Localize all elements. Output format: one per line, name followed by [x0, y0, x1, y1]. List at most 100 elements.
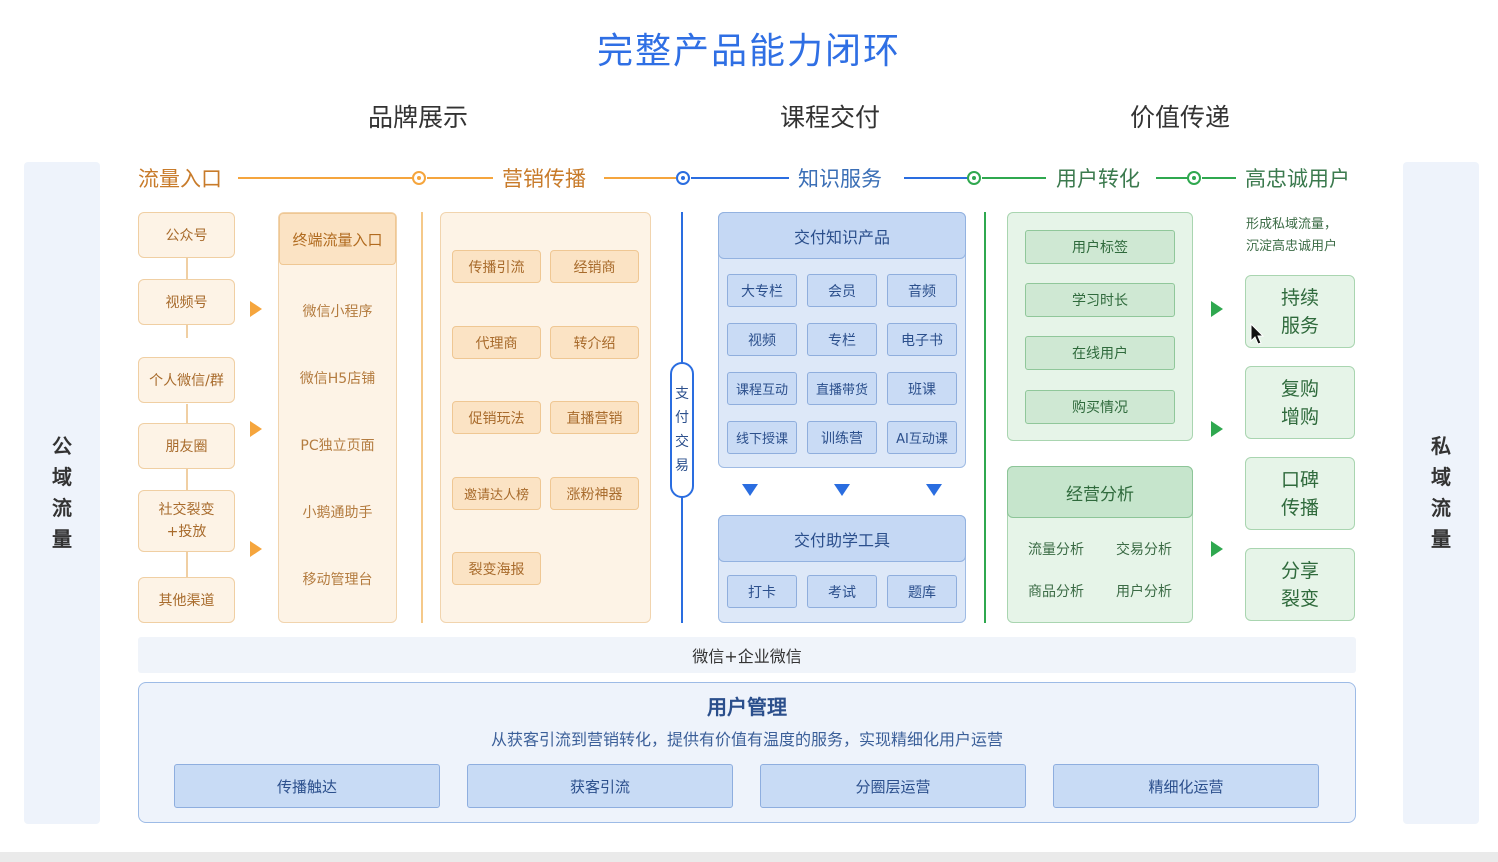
side-left-char: 域 [52, 465, 72, 489]
tool-checkin: 打卡 [727, 575, 797, 608]
section-title-brand: 品牌展示 [368, 103, 469, 132]
channel-moments: 朋友圈 [138, 423, 235, 469]
side-left-char: 公 [52, 434, 72, 458]
arrow-right-icon [1211, 301, 1223, 317]
knowledge-item: 训练营 [807, 421, 877, 454]
knowledge-item: AI互动课 [887, 421, 957, 454]
arrow-right-icon [250, 301, 262, 317]
stage-traffic-entry: 流量入口 [138, 167, 222, 191]
knowledge-item: 会员 [807, 274, 877, 307]
divider-line [421, 212, 423, 623]
um-refined-ops: 精细化运营 [1053, 764, 1319, 808]
side-right-char: 域 [1431, 465, 1451, 489]
stage-loyal-users: 高忠诚用户 [1245, 167, 1350, 191]
arrow-right-icon [1211, 541, 1223, 557]
entry-mobile-admin: 移动管理台 [302, 572, 373, 588]
payment-char: 交 [675, 434, 689, 450]
knowledge-item: 大专栏 [727, 274, 797, 307]
flow-node-icon [676, 171, 690, 185]
user-study-time: 学习时长 [1025, 283, 1175, 317]
marketing-distributor: 经销商 [550, 250, 639, 283]
marketing-promotion: 促销玩法 [452, 401, 541, 434]
arrow-right-icon [250, 541, 262, 557]
marketing-drive-traffic: 传播引流 [452, 250, 541, 283]
ops-product-analysis: 商品分析 [1028, 584, 1084, 600]
entry-panel [278, 212, 397, 623]
loyal-word-of-mouth: 口碑 传播 [1245, 457, 1355, 530]
arrow-right-icon [250, 421, 262, 437]
flow-line [982, 177, 1046, 179]
channel-social-fission-line2: +投放 [166, 524, 207, 540]
loyal-box-line: 服务 [1280, 314, 1319, 337]
loyal-box-line: 复购 [1280, 377, 1319, 400]
tools-title: 交付助学工具 [718, 515, 966, 562]
side-left-char: 量 [52, 527, 72, 551]
knowledge-item: 线下授课 [727, 421, 797, 454]
divider-line [984, 212, 986, 623]
channel-other: 其他渠道 [138, 577, 235, 623]
um-reach: 传播触达 [174, 764, 440, 808]
marketing-agent: 代理商 [452, 326, 541, 359]
stage-conversion: 用户转化 [1056, 167, 1140, 191]
side-right-char: 量 [1431, 527, 1451, 551]
user-purchase: 购买情况 [1025, 390, 1175, 424]
channel-personal-wechat: 个人微信/群 [138, 357, 235, 403]
ops-trade-analysis: 交易分析 [1116, 542, 1172, 558]
marketing-fission-poster: 裂变海报 [452, 552, 541, 585]
flow-line [1156, 177, 1188, 179]
payment-char: 易 [675, 458, 689, 474]
loyal-note: 形成私域流量， 沉淀高忠诚用户 [1246, 214, 1366, 258]
flow-line [427, 177, 493, 179]
flow-line [1202, 177, 1236, 179]
user-management-title: 用户管理 [707, 694, 787, 719]
section-title-value: 价值传递 [1130, 103, 1231, 132]
side-right-char: 流 [1431, 496, 1451, 520]
flow-node-icon [967, 171, 981, 185]
knowledge-item: 视频 [727, 323, 797, 356]
stage-knowledge: 知识服务 [798, 167, 882, 191]
loyal-note-line1: 形成私域流量， [1246, 217, 1338, 232]
loyal-box-line: 裂变 [1280, 587, 1319, 610]
mouse-cursor-icon [1250, 323, 1265, 345]
side-right-char: 私 [1431, 434, 1451, 458]
arrow-right-icon [1211, 421, 1223, 437]
loyal-note-line2: 沉淀高忠诚用户 [1246, 239, 1338, 254]
um-acquisition: 获客引流 [467, 764, 733, 808]
loyal-repurchase: 复购 增购 [1245, 366, 1355, 439]
knowledge-item: 课程互动 [727, 372, 797, 405]
marketing-referral: 转介绍 [550, 326, 639, 359]
payment-badge: 支 付 交 易 [670, 362, 694, 498]
arrow-down-icon [834, 484, 850, 496]
tool-exam: 考试 [807, 575, 877, 608]
marketing-invite-rank: 邀请达人榜 [452, 477, 541, 510]
loyal-box-line: 传播 [1280, 496, 1319, 519]
flow-line [904, 177, 968, 179]
channel-official-account: 公众号 [138, 212, 235, 258]
arrow-down-icon [742, 484, 758, 496]
um-segment-ops: 分圈层运营 [760, 764, 1026, 808]
ops-user-analysis: 用户分析 [1116, 584, 1172, 600]
loyal-box-line: 口碑 [1280, 468, 1319, 491]
user-management-desc: 从获客引流到营销转化，提供有价值有温度的服务，实现精细化用户运营 [490, 730, 1003, 749]
wechat-bar: 微信+企业微信 [138, 637, 1356, 673]
channel-social-fission: 社交裂变 +投放 [138, 490, 235, 552]
loyal-share-fission: 分享 裂变 [1245, 548, 1355, 621]
knowledge-item: 班课 [887, 372, 957, 405]
entry-mini-program: 微信小程序 [302, 304, 373, 320]
entry-assistant: 小鹅通助手 [302, 505, 373, 521]
knowledge-item: 电子书 [887, 323, 957, 356]
entry-h5-store: 微信H5店铺 [299, 371, 376, 387]
stage-marketing: 营销传播 [502, 167, 586, 191]
loyal-box-line: 增购 [1280, 405, 1319, 428]
flow-line [691, 177, 789, 179]
tool-question-bank: 题库 [887, 575, 957, 608]
flow-node-icon [412, 171, 426, 185]
payment-char: 付 [675, 410, 689, 426]
entry-panel-title: 终端流量入口 [279, 213, 396, 265]
knowledge-item: 音频 [887, 274, 957, 307]
user-tag: 用户标签 [1025, 230, 1175, 264]
ops-title: 经营分析 [1007, 466, 1193, 518]
marketing-fan-tool: 涨粉神器 [550, 477, 639, 510]
ops-traffic-analysis: 流量分析 [1028, 542, 1084, 558]
channel-video-account: 视频号 [138, 279, 235, 325]
